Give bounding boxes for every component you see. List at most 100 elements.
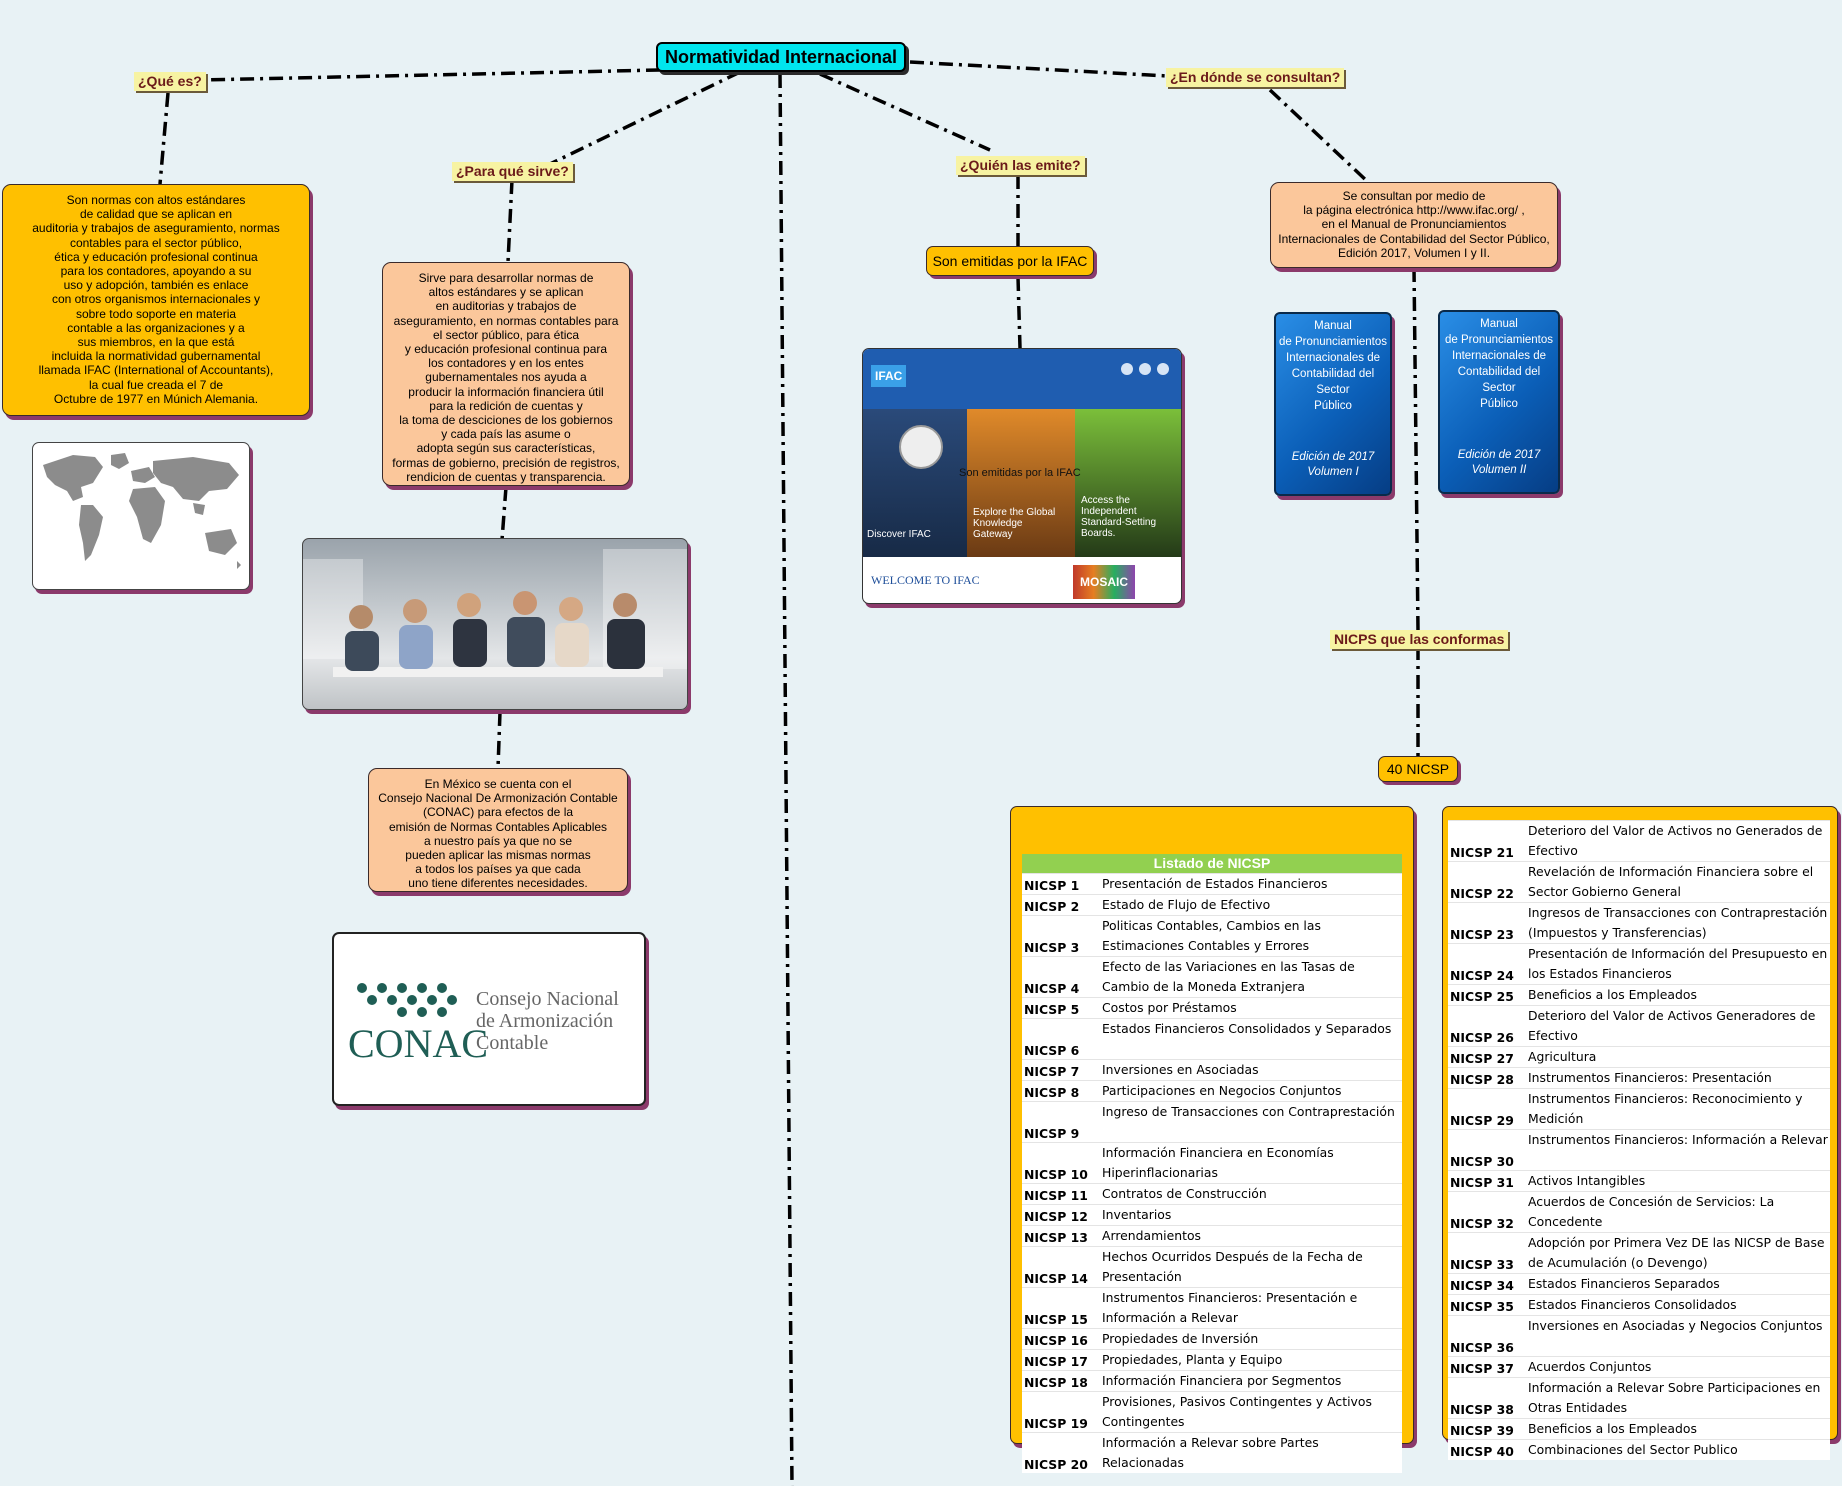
label-quien[interactable]: ¿Quién las emite? bbox=[956, 156, 1085, 175]
nicsp-code: NICSP 36 bbox=[1450, 1340, 1514, 1355]
ifac-logo: IFAC bbox=[871, 365, 907, 387]
ifac-nav-boards: Access the Independent Standard-Setting … bbox=[1081, 495, 1157, 539]
nicsp-description: Costos por Préstamos bbox=[1102, 1000, 1237, 1015]
conac-line-2: de Armonización bbox=[476, 1010, 614, 1032]
nicsp-description: Estados Financieros Consolidados y Separ… bbox=[1102, 1021, 1392, 1036]
nicsp-code: NICSP 15 bbox=[1024, 1312, 1088, 1327]
table-row: NICSP 15 Instrumentos Financieros: Presen… bbox=[1022, 1287, 1402, 1328]
conac-abbr: CONAC bbox=[348, 1021, 489, 1066]
nicsp-code: NICSP 20 bbox=[1024, 1457, 1088, 1472]
nicsp-code: NICSP 24 bbox=[1450, 968, 1514, 983]
nicsp-code: NICSP 9 bbox=[1024, 1126, 1080, 1141]
nicsp-description: Acuerdos Conjuntos bbox=[1528, 1359, 1652, 1374]
root-topic[interactable]: Normatividad Internacional bbox=[656, 42, 906, 72]
nicsp-code: NICSP 29 bbox=[1450, 1113, 1514, 1128]
nicsp-description: Revelación de Información Financiera sob… bbox=[1528, 864, 1814, 899]
nicsp-description: Presentación de Información del Presupue… bbox=[1528, 946, 1828, 981]
para-que-box[interactable]: Sirve para desarrollar normas de altos e… bbox=[382, 262, 630, 486]
book-title: Manual de Pronunciamientos Internacional… bbox=[1278, 320, 1388, 412]
label-que-es[interactable]: ¿Qué es? bbox=[134, 72, 206, 91]
nicsp-description: Acuerdos de Concesión de Servicios: La C… bbox=[1528, 1194, 1775, 1229]
que-es-box[interactable]: Son normas con altos estándares de calid… bbox=[2, 184, 310, 416]
nicsp-description: Politicas Contables, Cambios en las Esti… bbox=[1102, 918, 1321, 953]
nicsp-code: NICSP 28 bbox=[1450, 1072, 1514, 1087]
mosaic-logo: MOSAIC bbox=[1073, 565, 1135, 599]
manual-volume-1: Manual de Pronunciamientos Internacional… bbox=[1274, 312, 1392, 496]
nicsp-description: Inversiones en Asociadas y Negocios Conj… bbox=[1528, 1318, 1823, 1333]
count-box[interactable]: 40 NICSP bbox=[1378, 756, 1458, 782]
nicsp-description: Hechos Ocurridos Después de la Fecha de … bbox=[1102, 1249, 1363, 1284]
label-para-que[interactable]: ¿Para qué sirve? bbox=[452, 162, 573, 181]
nicsp-code: NICSP 12 bbox=[1024, 1209, 1088, 1224]
nicsp-code: NICSP 31 bbox=[1450, 1175, 1514, 1190]
label-donde[interactable]: ¿En dónde se consultan? bbox=[1166, 68, 1345, 87]
mexico-conac-box[interactable]: En México se cuenta con el Consejo Nacio… bbox=[368, 768, 628, 892]
nicsp-description: Información Financiera por Segmentos bbox=[1102, 1373, 1342, 1388]
nicsp-code: NICSP 39 bbox=[1450, 1423, 1514, 1438]
table-row: NICSP 8 Participaciones en Negocios Conju… bbox=[1022, 1080, 1402, 1101]
nicsp-code: NICSP 30 bbox=[1450, 1154, 1514, 1169]
nicsp-description: Instrumentos Financieros: Presentación e… bbox=[1102, 1290, 1358, 1325]
nicsp-description: Instrumentos Financieros: Presentación bbox=[1528, 1070, 1772, 1085]
nicsp-code: NICSP 33 bbox=[1450, 1257, 1514, 1272]
nicsp-code: NICSP 38 bbox=[1450, 1402, 1514, 1417]
nicsp-description: Estados Financieros Separados bbox=[1528, 1276, 1720, 1291]
nicsp-description: Efecto de las Variaciones en las Tasas d… bbox=[1102, 959, 1355, 994]
nicsp-description: Estados Financieros Consolidados bbox=[1528, 1297, 1737, 1312]
nicsp-code: NICSP 13 bbox=[1024, 1230, 1088, 1245]
nicsp-description: Activos Intangibles bbox=[1528, 1173, 1646, 1188]
nicsp-code: NICSP 8 bbox=[1024, 1085, 1080, 1100]
donde-box[interactable]: Se consultan por medio de la página elec… bbox=[1270, 182, 1558, 268]
meeting-photo bbox=[302, 538, 688, 710]
nicsp-description: Deterioro del Valor de Activos no Genera… bbox=[1528, 823, 1823, 858]
nicsp-code: NICSP 35 bbox=[1450, 1299, 1514, 1314]
nicsp-code: NICSP 32 bbox=[1450, 1216, 1514, 1231]
nicsp-code: NICSP 1 bbox=[1024, 878, 1080, 893]
nicsp-description: Ingreso de Transacciones con Contraprest… bbox=[1102, 1104, 1395, 1119]
table-row: NICSP 35 Estados Financieros Consolidados bbox=[1448, 1294, 1830, 1315]
social-icon bbox=[1121, 363, 1133, 375]
ifac-website-image: IFAC Discover IFAC Explore the Global Kn… bbox=[862, 348, 1182, 604]
people-icon bbox=[303, 549, 687, 677]
emitidas-box[interactable]: Son emitidas por la IFAC bbox=[926, 246, 1094, 276]
nicsp-code: NICSP 19 bbox=[1024, 1416, 1088, 1431]
conac-line-3: Contable bbox=[476, 1032, 549, 1054]
nicsp-description: Participaciones en Negocios Conjuntos bbox=[1102, 1083, 1342, 1098]
table-row: NICSP 36 Inversiones en Asociadas y Negoc… bbox=[1448, 1315, 1830, 1356]
conac-line-1: Consejo Nacional bbox=[476, 988, 619, 1010]
table-row: NICSP 24 Presentación de Información del … bbox=[1448, 943, 1830, 984]
book-edition: Edición de 2017 Volumen II bbox=[1457, 449, 1541, 476]
conac-logo-image: CONAC Consejo Nacional de Armonización C… bbox=[332, 932, 646, 1106]
nicsp-description: Información Financiera en Economías Hipe… bbox=[1102, 1145, 1334, 1180]
label-nicps[interactable]: NICPS que las conformas bbox=[1330, 630, 1509, 649]
nicsp-table-header: Listado de NICSP bbox=[1022, 854, 1402, 873]
conac-hexagons-icon bbox=[357, 983, 457, 1017]
